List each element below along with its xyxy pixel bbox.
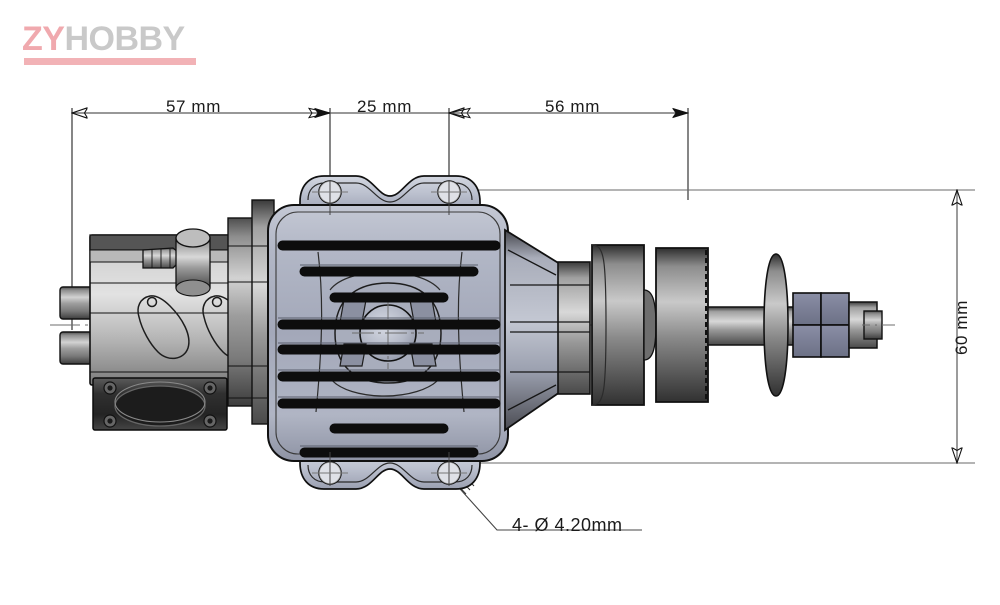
crankcase-rib-bottom (507, 384, 557, 411)
dimension-label-25mm: 25 mm (357, 97, 412, 116)
hole-centerlines (312, 180, 467, 486)
fin-slot-2 (329, 292, 449, 303)
carburetor-assembly (59, 228, 255, 431)
drive-washer (591, 244, 645, 406)
base-bolt-tl-hole (107, 385, 113, 391)
dimension-label-57mm: 57 mm (166, 97, 221, 116)
cooling-fins (277, 240, 501, 458)
pocket-left-upper (339, 299, 367, 323)
propeller-hub (655, 247, 709, 403)
hex-nut-tr (820, 292, 850, 326)
dimension-label-56mm: 56 mm (545, 97, 600, 116)
base-plate-bolts (103, 381, 217, 428)
fin-highlights (278, 264, 500, 447)
top-flange-inner-contour (307, 182, 473, 203)
dimension-lines (72, 107, 975, 531)
dimension-label-60mm: 60 mm (952, 300, 971, 355)
fin-slot-8 (299, 447, 479, 458)
fuel-nipple-ribs (151, 249, 171, 268)
fuel-nipple (142, 247, 179, 269)
cylinder-head (267, 204, 509, 462)
output-shaft-assembly (591, 244, 883, 406)
pocket-right-upper (409, 299, 437, 323)
fin-slot-0 (277, 240, 501, 251)
base-plate-bore (114, 385, 206, 427)
crankcase-taper-body (504, 228, 561, 432)
crankcase-ribs (507, 249, 590, 411)
lever-one (137, 295, 190, 360)
callout-leader-line (451, 479, 642, 531)
boss-bottom-edge (175, 279, 211, 297)
vertical-dim-witness-lines (470, 189, 975, 464)
adapter-ribs (228, 245, 274, 399)
fin-slot-3 (277, 319, 501, 330)
fuel-nipple-body (142, 247, 179, 269)
base-bolt-br-hole (207, 418, 213, 424)
crankcase-barrel (557, 261, 591, 395)
propeller-washer (763, 253, 789, 397)
bottom-flange-inner-contour (307, 462, 473, 483)
fin-slot-5 (277, 371, 501, 382)
carburetor-base-plate (92, 377, 228, 431)
logo-zy-text: ZY (22, 20, 65, 58)
lever-one-pivot (146, 296, 158, 308)
crankcase-rib-top (507, 249, 557, 276)
tapered-crankcase (504, 228, 591, 432)
drive-washer-contour (591, 244, 607, 406)
boss-top-cap (175, 228, 211, 248)
hex-nut-tl (792, 292, 822, 326)
hex-nut-br (820, 324, 850, 358)
zy-hobby-logo: ZYHOBBY (22, 22, 212, 70)
base-bolt-tr-hole (207, 385, 213, 391)
fin-slot-1 (299, 266, 479, 277)
dome-contour-bottom (329, 377, 441, 397)
dim-25-arrow-left (307, 107, 331, 119)
hex-nut-bl (792, 324, 822, 358)
mixture-screw-boss (175, 228, 211, 297)
fin-slot-6 (277, 398, 501, 409)
logo-underline-bar (24, 58, 196, 65)
engine-assembly (50, 175, 895, 490)
base-bolt-bl-hole (107, 418, 113, 424)
fin-slot-7 (329, 423, 449, 434)
hub-neck (643, 289, 657, 361)
hex-nut-pair (792, 292, 850, 358)
lever-two-pivot (211, 296, 223, 308)
base-plate-bore-highlight (114, 381, 206, 423)
logo-hobby-text: HOBBY (64, 20, 185, 58)
logo-wordmark: ZYHOBBY (22, 22, 212, 56)
hole-callout-label: 4- Ø 4.20mm (512, 515, 623, 535)
fin-slot-4 (277, 344, 501, 355)
